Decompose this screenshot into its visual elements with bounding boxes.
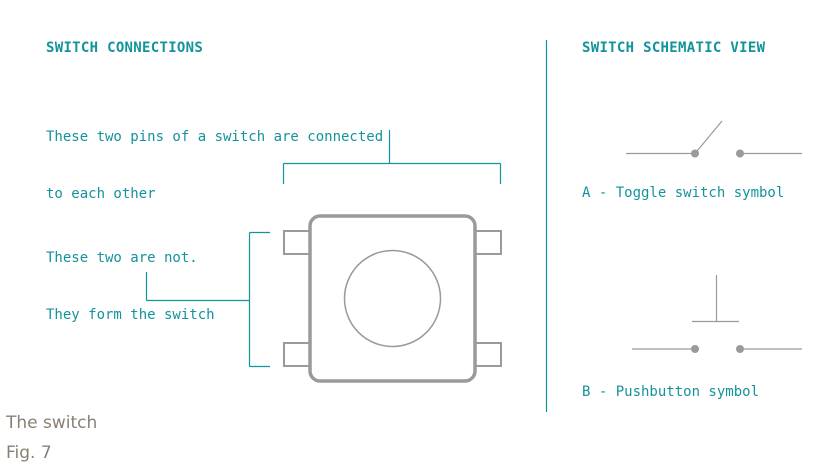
toggle-switch-symbol — [626, 120, 802, 158]
switch-button — [343, 249, 442, 348]
switch-pins-note-line-1: These two are not. — [46, 250, 198, 266]
switch-pin-bottom-left — [283, 342, 311, 367]
figure-caption: The switch — [6, 413, 98, 433]
switch-pins-note-line-2: They form the switch — [46, 307, 215, 323]
switch-connections-heading: SWITCH CONNECTIONS — [46, 40, 204, 56]
tactile-switch — [283, 214, 502, 383]
connected-pins-note: These two pins of a switch are connected… — [46, 90, 383, 223]
switch-pins-bracket — [145, 231, 270, 368]
switch-pin-bottom-right — [474, 342, 502, 367]
connected-pins-bracket — [282, 130, 502, 184]
connected-pins-note-line-2: to each other — [46, 186, 156, 202]
connected-pins-note-line-1: These two pins of a switch are connected — [46, 129, 384, 145]
schematic-view-heading: SWITCH SCHEMATIC VIEW — [582, 40, 766, 56]
switch-pins-note: These two are not. They form the switch — [46, 211, 215, 344]
figure-number: Fig. 7 — [6, 443, 52, 463]
switch-pin-top-right — [474, 230, 502, 255]
switch-pin-top-left — [283, 230, 311, 255]
pushbutton-symbol — [632, 275, 802, 353]
pushbutton-label: B - Pushbutton symbol — [582, 384, 760, 400]
toggle-switch-label: A - Toggle switch symbol — [582, 185, 785, 201]
